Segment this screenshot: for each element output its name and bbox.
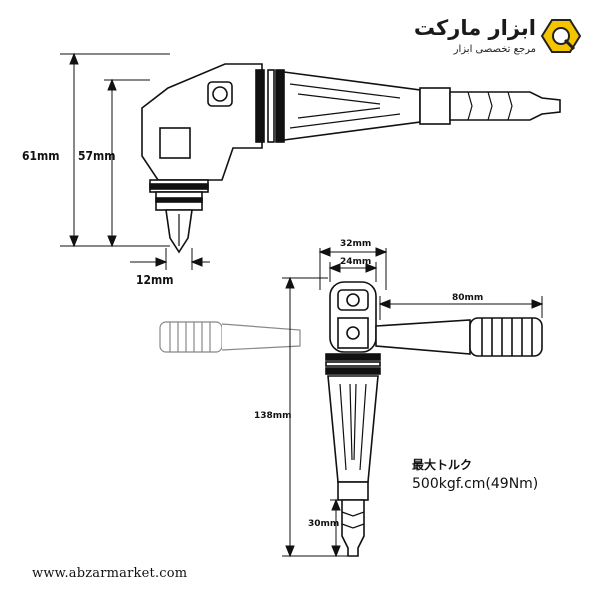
t-handle (375, 319, 471, 355)
hex-bit (449, 91, 561, 121)
bottom-view-dimensions (282, 247, 544, 558)
brand-name: ابزار مارکت (413, 16, 536, 40)
right-angle-driver-side-view (141, 63, 561, 254)
dim-handle-length: 80mm (452, 293, 483, 303)
dim-overall-height: 61mm (22, 149, 60, 163)
dim-total-length: 138mm (254, 411, 292, 421)
spec-value: 500kgf.cm(49Nm) (412, 476, 539, 492)
driver-head-top (329, 281, 377, 353)
dim-offset: 12mm (136, 273, 174, 287)
spec-label: 最大トルク (412, 458, 473, 472)
dim-inner-height: 57mm (78, 149, 116, 163)
top-view-dimensions (60, 52, 210, 270)
dim-bit-length: 30mm (308, 519, 339, 529)
dim-width-outer: 32mm (340, 239, 371, 249)
driver-head-outline (141, 63, 263, 181)
handle-ghost-left (159, 321, 301, 353)
driver-shaft (283, 71, 421, 141)
head-cap (207, 81, 233, 107)
angle-driver-top-view (325, 281, 543, 557)
brand-tagline: مرجع تخصصی ابزار (453, 44, 536, 55)
website-url: www.abzarmarket.com (32, 566, 188, 581)
dim-width-inner: 24mm (340, 257, 371, 267)
driver-shaft-vertical (327, 375, 379, 483)
wrench-nut-logo-icon (540, 19, 582, 53)
head-window (159, 127, 191, 159)
